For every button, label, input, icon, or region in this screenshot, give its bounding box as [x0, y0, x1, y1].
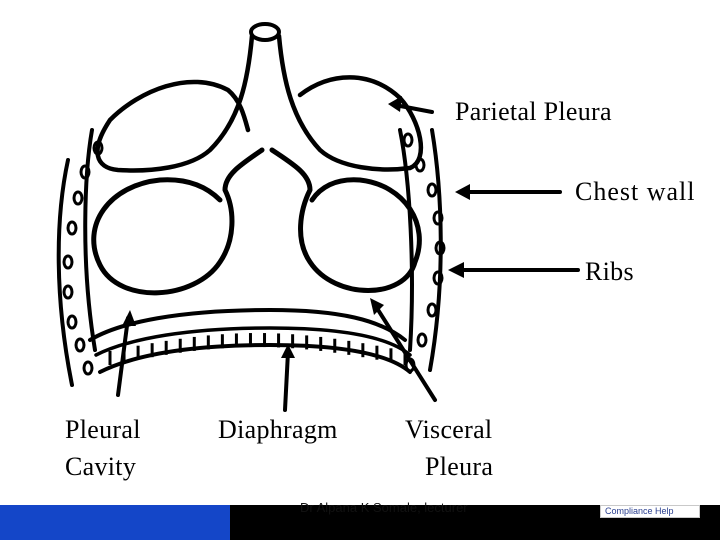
left-heart-chamber	[91, 147, 265, 296]
rib-oval	[74, 337, 86, 353]
footer-logo: Compliance Help	[600, 505, 700, 518]
arrowhead-chest-wall	[455, 184, 470, 200]
left-chest-wall-outer	[56, 158, 74, 387]
arrowhead-diaphragm	[281, 344, 295, 358]
footer-accent	[0, 505, 230, 540]
label-diaphragm: Diaphragm	[218, 415, 338, 444]
right-chest-wall-outer	[428, 128, 443, 372]
rib-oval	[416, 332, 428, 348]
rib-oval	[432, 210, 444, 226]
diaphragm-band	[98, 343, 412, 374]
rib-oval	[82, 360, 94, 376]
label-pleural: Pleural	[65, 415, 141, 444]
rib-oval	[66, 314, 78, 330]
rib-oval	[66, 220, 78, 236]
left-lung	[95, 33, 255, 173]
right-lung	[276, 33, 424, 172]
rib-oval	[62, 284, 74, 300]
footer-caption: Dr Alpana K Somale, lecturer	[300, 500, 468, 515]
pleura-diagram	[56, 22, 580, 412]
ribs-left	[62, 140, 104, 376]
visceral-pleura-line	[88, 308, 407, 342]
arrow-parietal-pleura	[393, 103, 434, 114]
arrow-pleural-cavity	[116, 316, 130, 397]
arrowhead-ribs	[448, 262, 464, 278]
rib-oval	[402, 132, 414, 148]
arrowhead-parietal-pleura	[388, 96, 402, 112]
rib-oval	[414, 157, 426, 173]
rib-oval	[426, 302, 438, 318]
rib-oval	[72, 190, 84, 206]
arrow-visceral-pleura	[373, 303, 437, 402]
arrowhead-pleural-cavity	[122, 310, 136, 326]
label-chest-wall: Chest wall	[575, 177, 696, 206]
rib-oval	[62, 254, 74, 270]
rib-oval	[92, 140, 104, 156]
right-chest-wall-inner	[398, 128, 414, 352]
trachea-opening	[249, 22, 281, 42]
arrowhead-visceral-pleura	[370, 298, 384, 315]
label-visceral: Visceral	[405, 415, 493, 444]
left-chest-wall-inner	[83, 128, 97, 352]
label-parietal-pleura: Parietal Pleura	[455, 97, 612, 126]
label-cavity: Cavity	[65, 452, 137, 481]
label-ribs: Ribs	[585, 257, 634, 286]
rib-oval	[79, 164, 91, 180]
parietal-pleura-inner	[94, 326, 412, 357]
rib-oval	[434, 240, 446, 256]
rib-oval	[432, 270, 444, 286]
arrow-diaphragm	[283, 350, 290, 412]
label-pleura: Pleura	[425, 452, 494, 481]
right-heart-chamber	[269, 147, 422, 293]
rib-oval	[426, 182, 438, 198]
